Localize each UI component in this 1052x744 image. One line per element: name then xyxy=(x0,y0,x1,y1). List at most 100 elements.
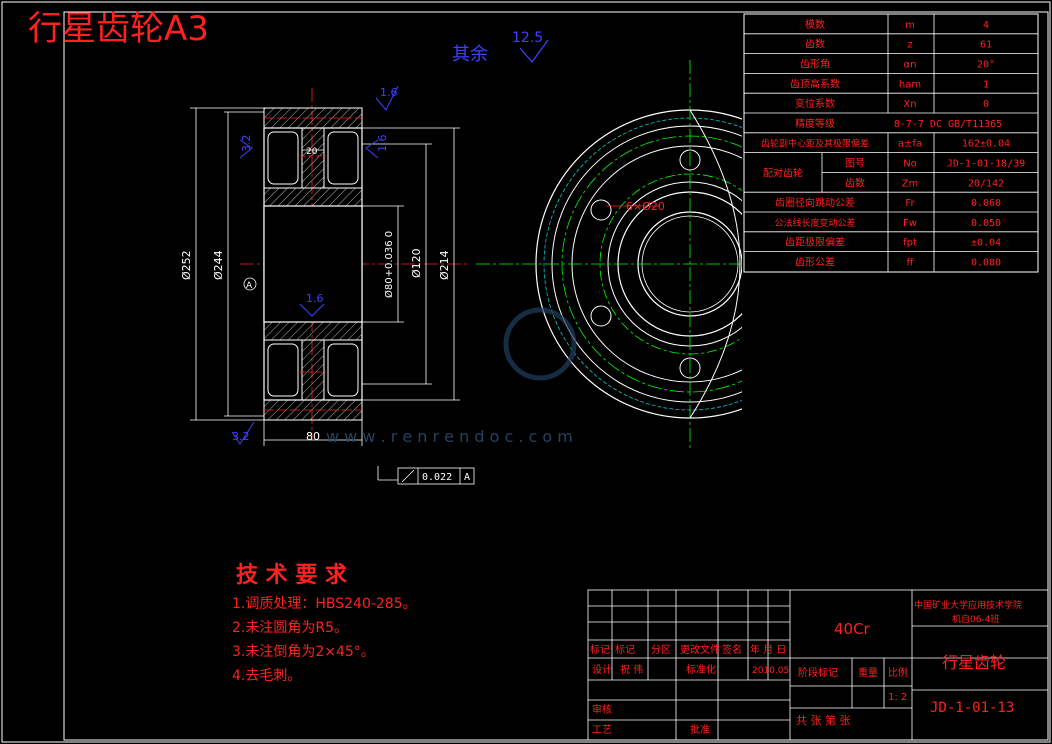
param-value: 0.080 xyxy=(971,258,1001,269)
param-symbol: m xyxy=(905,20,915,31)
param-name: 齿数 xyxy=(805,38,825,51)
param-name: 齿顶高系数 xyxy=(790,77,840,90)
tb-date: 2010.05 xyxy=(752,666,789,676)
param-name: 齿轮副中心距及其极限偏差 xyxy=(761,138,869,150)
param-name: 公法线长度变动公差 xyxy=(774,217,855,229)
param-value: 0 xyxy=(983,99,989,110)
tb-school: 中国矿业大学应用技术学院 xyxy=(914,599,1022,611)
param-value: 0.050 xyxy=(971,218,1001,229)
tb-std-label: 标准化 xyxy=(686,663,716,676)
tb-h-doc: 更改文件 xyxy=(680,643,720,656)
tolerance-value: 0.022 xyxy=(422,472,452,483)
surface-rest-label: 其余 xyxy=(452,44,488,65)
param-symbol: Fr xyxy=(905,198,915,209)
roughness-2: 3.2 xyxy=(232,430,250,443)
param-symbol: Zm xyxy=(902,178,919,189)
param-value: 4 xyxy=(983,20,989,31)
tech-item-4: 4.去毛刺。 xyxy=(232,668,301,684)
watermark-logo xyxy=(503,307,577,381)
param-name: 齿距极限偏差 xyxy=(785,236,845,249)
param-value: 1 xyxy=(983,79,989,90)
dim-244: Ø244 xyxy=(212,250,225,280)
param-symbol: a±fa xyxy=(898,139,922,150)
watermark-url: w w w . r e n r e n d o c . c o m xyxy=(326,427,573,446)
param-value: 8-7-7 DC GB/T11365 xyxy=(894,119,1002,130)
dim-inner: 20 xyxy=(306,147,318,157)
param-symbol: ff xyxy=(907,258,915,269)
tb-weight: 重量 xyxy=(858,666,878,679)
param-value: 20/142 xyxy=(968,178,1004,189)
front-view: 6×Ø20 xyxy=(476,60,742,450)
tech-item-1: 1.调质处理：HBS240-285。 xyxy=(232,596,417,612)
param-sub: 图号 xyxy=(845,158,865,170)
tb-stage: 阶段标记 xyxy=(798,666,838,679)
tb-designer: 祝 伟 xyxy=(620,663,643,676)
dimension-labels: Ø252 Ø244 Ø214 Ø120 Ø80+0.036 0 80 20 xyxy=(180,147,451,443)
dim-120: Ø120 xyxy=(410,248,423,278)
param-symbol: Fw xyxy=(903,218,917,229)
tech-item-2: 2.未注圆角为R5。 xyxy=(232,620,348,636)
tb-h-mark: 标记 xyxy=(590,644,610,656)
dim-holes: 6×Ø20 xyxy=(626,200,665,213)
param-symbol: No xyxy=(903,159,917,170)
tech-item-3: 3.未注倒角为2×45°。 xyxy=(232,644,375,660)
roughness-4: 1.6 xyxy=(306,292,324,305)
dim-width: 80 xyxy=(306,430,320,443)
param-value: ±0.04 xyxy=(971,238,1001,249)
tb-class: 机自06-4班 xyxy=(952,613,999,625)
param-name: 精度等级 xyxy=(795,117,835,130)
dim-80-bore: Ø80+0.036 0 xyxy=(383,231,395,298)
roughness-5: 1.6 xyxy=(376,135,389,153)
tb-drawing-no: JD-1-01-13 xyxy=(930,700,1014,716)
roughness-3: 3.2 xyxy=(240,135,253,153)
datum-a: A xyxy=(246,281,253,291)
param-value: JD-1-01-18/39 xyxy=(947,159,1025,170)
dim-214: Ø214 xyxy=(438,250,451,280)
tb-review: 审核 xyxy=(592,703,612,716)
drawing-frame xyxy=(63,11,1049,741)
tb-sheets: 共 张 第 张 xyxy=(796,713,851,727)
param-name: 变位系数 xyxy=(795,97,835,110)
dimension-lines xyxy=(190,107,460,481)
tolerance-frame: 0.022 A xyxy=(397,467,475,485)
title-block xyxy=(587,589,1049,741)
tb-material: 40Cr xyxy=(834,620,871,638)
param-symbol: ham xyxy=(899,79,921,90)
dim-252: Ø252 xyxy=(180,250,193,280)
tech-heading: 技 术 要 求 xyxy=(236,563,347,588)
param-symbol: Xn xyxy=(903,99,916,110)
tb-h-zone: 分区 xyxy=(651,644,671,656)
param-name: 齿形角 xyxy=(800,59,830,71)
tb-part: 行星齿轮 xyxy=(942,653,1006,672)
param-name: 齿圈径向跳动公差 xyxy=(775,196,855,209)
param-value: 61 xyxy=(980,40,992,51)
param-name: 模数 xyxy=(805,18,825,31)
param-symbol: fpt xyxy=(903,238,917,249)
tolerance-ref: A xyxy=(464,472,470,483)
tb-designer-label: 设计 xyxy=(592,663,612,676)
param-symbol: αn xyxy=(904,60,917,71)
param-symbol: z xyxy=(907,40,912,51)
section-view xyxy=(240,88,470,440)
param-value: 20° xyxy=(977,60,995,71)
tb-scale-label: 比例 xyxy=(888,666,908,679)
param-sub: 齿数 xyxy=(845,176,865,189)
tb-process: 工艺 xyxy=(592,724,612,736)
roughness-marks: 1.6 3.2 3.2 1.6 1.6 xyxy=(232,86,398,443)
surface-general-value: 12.5 xyxy=(512,30,543,46)
tb-approve: 批准 xyxy=(690,723,710,736)
drawing-title: 行星齿轮A3 xyxy=(28,9,209,49)
technical-requirements: 技 术 要 求 1.调质处理：HBS240-285。 2.未注圆角为R5。 3.… xyxy=(232,563,417,684)
param-value: 162±0.04 xyxy=(962,139,1010,150)
tb-h-date: 年 月 日 xyxy=(750,643,786,656)
gear-parameter-table: 模数 m 4 齿数 z 61 齿形角 αn 20° 齿顶高系数 ham 1 变位系数 Xn 0 精度等级 8-7… xyxy=(743,13,1039,273)
tb-scale: 1: 2 xyxy=(888,692,907,703)
roughness-symbol xyxy=(519,39,549,63)
param-name: 齿形公差 xyxy=(795,256,835,269)
param-name: 配对齿轮 xyxy=(763,166,803,179)
param-value: 0.060 xyxy=(971,198,1001,209)
tb-h-sign: 签名 xyxy=(722,643,742,656)
tb-h-count: 标记 xyxy=(615,644,635,656)
